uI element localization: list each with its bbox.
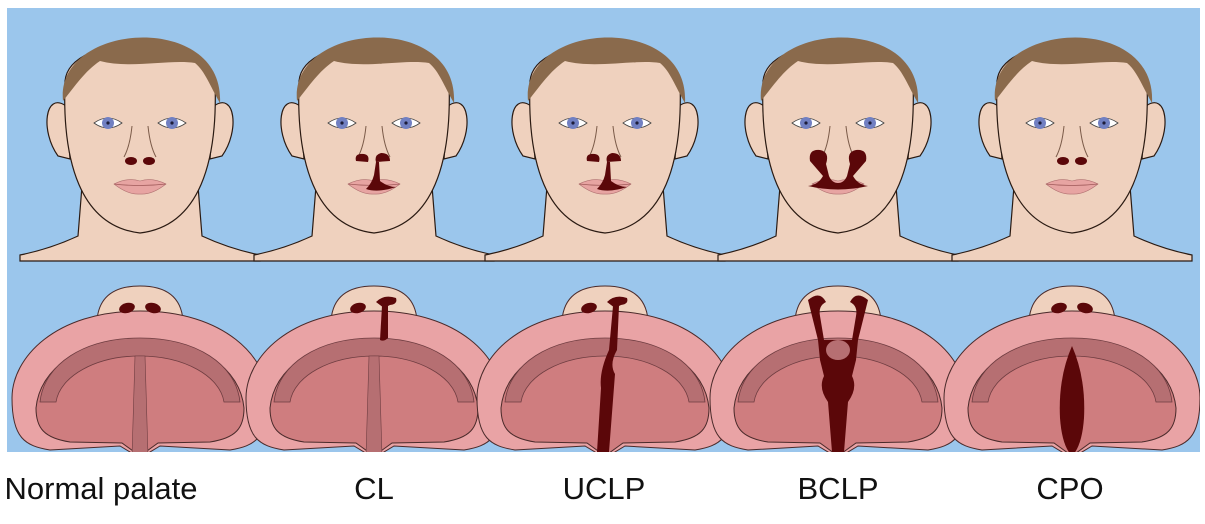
pupil	[1102, 121, 1105, 124]
pupil	[635, 121, 638, 124]
left-nostril	[587, 154, 600, 162]
midline-raphe	[366, 356, 382, 452]
figure-panel	[7, 8, 1200, 452]
right-nostril	[1075, 157, 1087, 165]
caption-bclp: BCLP	[798, 471, 879, 507]
pupil	[106, 121, 109, 124]
left-nostril	[356, 154, 369, 162]
pupil	[1038, 121, 1041, 124]
pupil	[571, 121, 574, 124]
caption-normal-palate: Normal palate	[5, 471, 198, 507]
caption-cpo: CPO	[1036, 471, 1103, 507]
caption-cl: CL	[354, 471, 394, 507]
pupil	[804, 121, 807, 124]
pupil	[404, 121, 407, 124]
pupil	[340, 121, 343, 124]
pupil	[868, 121, 871, 124]
left-nostril	[1057, 157, 1069, 165]
pupil	[170, 121, 173, 124]
right-nostril	[143, 157, 155, 165]
midline-raphe	[132, 356, 148, 452]
premaxilla	[826, 340, 850, 360]
figure-svg	[7, 8, 1200, 452]
caption-uclp: UCLP	[563, 471, 646, 507]
left-nostril	[125, 157, 137, 165]
